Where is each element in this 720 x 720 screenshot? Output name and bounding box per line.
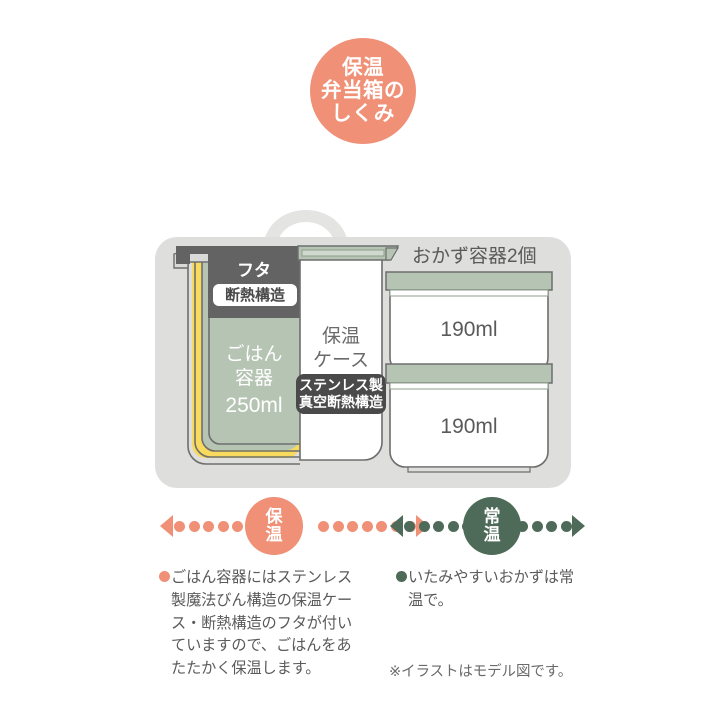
side-container-top-volume: 190ml — [440, 318, 497, 341]
side-container-top-lid — [385, 271, 553, 291]
thermal-case-lid-corner — [385, 247, 400, 261]
room-badge-line-2: 温 — [483, 525, 501, 544]
lid-flange — [176, 246, 300, 264]
note-warm-text: ごはん容器にはステンレス製魔法びん構造の保温ケース・断熱構造のフタが付いています… — [171, 569, 353, 678]
temperature-indicator-room: 常 温 — [390, 497, 585, 555]
rice-container-outlines — [187, 256, 300, 465]
bullet-icon — [159, 571, 170, 582]
warm-badge-line-1: 保 — [265, 507, 283, 527]
side-container-top: 190ml — [385, 271, 553, 374]
arrow-left-icon — [160, 515, 173, 537]
disclaimer-text: ※イラストはモデル図です。 — [389, 664, 573, 680]
warm-badge: 保 温 — [245, 497, 303, 555]
rice-volume-label: 250ml — [225, 394, 282, 417]
thermal-badge-line-2: 真空断熱構造 — [299, 394, 383, 410]
title-line-2: 弁当箱の — [321, 78, 405, 102]
arrow-right-icon — [571, 515, 585, 537]
thermal-badge-bg — [296, 374, 386, 414]
side-containers-title: おかず容器2個 — [412, 245, 537, 267]
side-container-bottom: 190ml — [385, 363, 553, 473]
title-line-1: 保温 — [342, 55, 384, 79]
title-line-3: しくみ — [331, 102, 395, 126]
warm-badge-line-2: 温 — [265, 525, 283, 544]
rice-container-label-2: 容器 — [235, 367, 273, 389]
lid-badge-bg — [213, 284, 297, 306]
side-container-bottom-foot — [407, 466, 531, 473]
thermal-case-lid-highlight — [301, 249, 385, 257]
thermal-case-label-1: 保温 — [322, 325, 360, 347]
rice-container-label-1: ごはん — [225, 343, 282, 365]
title-badge: 保温 弁当箱の しくみ — [310, 38, 416, 144]
lunchbox-cutaway-diagram: フタ 断熱構造 ごはん 容器 250ml 保温 ケース ステンレス製 真空断熱構… — [150, 190, 574, 492]
handle-icon — [263, 210, 349, 266]
room-badge-line-1: 常 — [483, 507, 501, 527]
note-room-text: いたみやすいおかずは常温で。 — [408, 569, 574, 609]
temperature-indicator-row: 保 温 常 温 — [150, 497, 585, 555]
lid-badge-label: 断熱構造 — [225, 286, 285, 304]
lid-label: フタ — [237, 261, 271, 280]
thermal-case-label-2: ケース — [313, 350, 369, 371]
note-room: いたみやすいおかずは常温で。 — [396, 567, 576, 613]
side-container-bottom-volume: 190ml — [440, 415, 497, 438]
thermal-badge-line-1: ステンレス製 — [299, 377, 383, 393]
side-container-bottom-lid — [385, 363, 553, 384]
temperature-indicator-warm: 保 温 — [160, 497, 429, 555]
bullet-icon — [396, 571, 407, 582]
room-badge: 常 温 — [463, 497, 521, 555]
arrow-left-icon — [390, 515, 403, 537]
room-dots-right — [517, 520, 572, 532]
note-warm: ごはん容器にはステンレス製魔法びん構造の保温ケース・断熱構造のフタが付いています… — [159, 567, 359, 681]
